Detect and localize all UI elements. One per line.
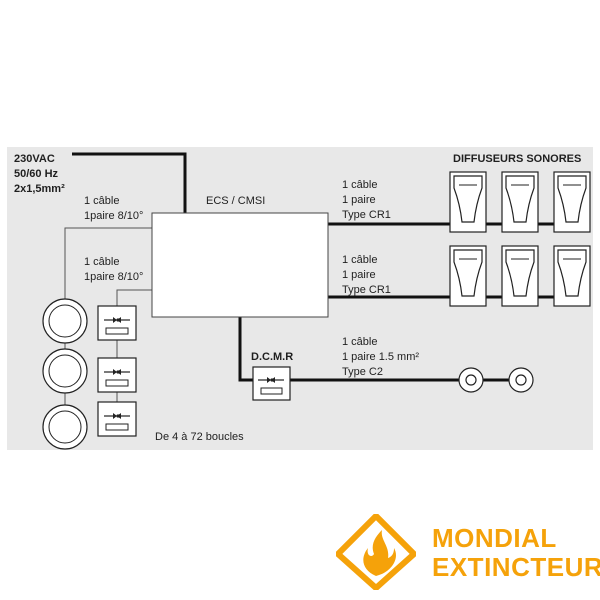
speaker-icon (449, 171, 487, 233)
cable-dcmr-line2: 1 paire 1.5 mm² (342, 351, 419, 363)
dcmr-device-icon (252, 366, 291, 401)
cable-right-top-line3: Type CR1 (342, 209, 391, 221)
cable-left-top-line2: 1paire 8/10° (84, 210, 143, 222)
flame-logo-icon (336, 514, 416, 590)
power-line (72, 152, 187, 213)
speaker-icon (553, 245, 591, 307)
ecs-cmsi-label: ECS / CMSI (206, 195, 265, 207)
diffuseurs-label: DIFFUSEURS SONORES (453, 153, 581, 165)
power-section: 2x1,5mm² (14, 183, 65, 195)
smoke-detector-icon (42, 298, 88, 344)
speakers-row-2 (449, 245, 591, 307)
speaker-icon (501, 171, 539, 233)
brand-line-2: EXTINCTEUR (432, 552, 600, 582)
door-holder-icon (458, 367, 484, 393)
cable-dcmr-line1: 1 câble (342, 336, 377, 348)
loop-wiring (64, 227, 152, 406)
power-frequency: 50/60 Hz (14, 168, 59, 180)
brand-name: MONDIAL EXTINCTEUR (432, 524, 600, 582)
door-holder-icon (508, 367, 534, 393)
speakers-row-1 (449, 171, 591, 233)
smoke-detector-icon (42, 348, 88, 394)
cable-right-mid-line3: Type CR1 (342, 284, 391, 296)
smoke-detector-icon (42, 404, 88, 450)
cable-right-mid-line2: 1 paire (342, 269, 376, 281)
cable-right-top-line1: 1 câble (342, 179, 377, 191)
speaker-icon (501, 245, 539, 307)
power-voltage: 230VAC (14, 153, 55, 165)
call-points-column (97, 305, 137, 437)
dcmr-label: D.C.M.R (251, 351, 293, 363)
speaker-icon (449, 245, 487, 307)
manual-call-point-icon (97, 305, 137, 341)
cable-left-top-line1: 1 câble (84, 195, 119, 207)
cable-right-top-line2: 1 paire (342, 194, 376, 206)
speaker-icon (553, 171, 591, 233)
cable-left-bottom-line1: 1 câble (84, 256, 119, 268)
manual-call-point-icon (97, 401, 137, 437)
ecs-cmsi-box (151, 212, 329, 318)
cable-right-mid-line1: 1 câble (342, 254, 377, 266)
boucles-label: De 4 à 72 boucles (155, 431, 244, 443)
brand-line-1: MONDIAL (432, 523, 557, 553)
manual-call-point-icon (97, 357, 137, 393)
detectors-column (42, 298, 88, 450)
cable-dcmr-line3: Type C2 (342, 366, 383, 378)
cable-left-bottom-line2: 1paire 8/10° (84, 271, 143, 283)
door-holders (458, 367, 534, 393)
